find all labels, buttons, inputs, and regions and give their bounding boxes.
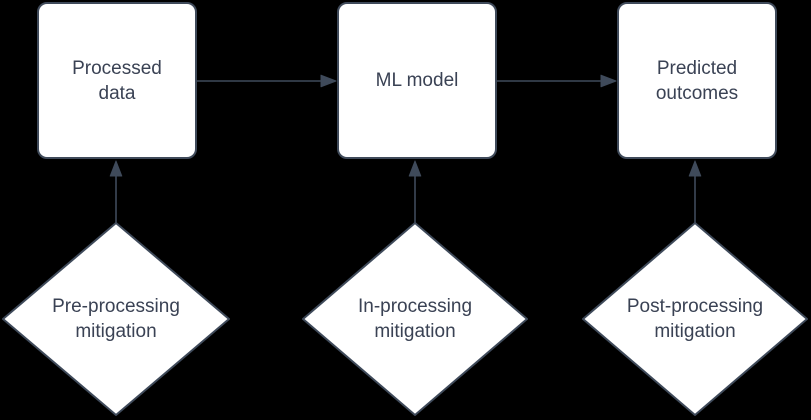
diamond-in-processing-mitigation [302, 222, 528, 416]
edge-in-processing-to-ml-model [408, 160, 422, 223]
edge-ml-model-to-predicted-outcomes [497, 74, 617, 88]
edge-pre-processing-to-processed-data [109, 160, 123, 223]
node-predicted-outcomes: Predicted outcomes [617, 2, 777, 159]
arrowhead-up-icon [408, 160, 422, 177]
node-processed-data-label: Processed data [72, 57, 162, 104]
arrowhead-right-icon [600, 74, 617, 88]
node-predicted-outcomes-label: Predicted outcomes [655, 57, 739, 104]
edge-processed-data-to-ml-model [197, 74, 337, 88]
arrowhead-up-icon [109, 160, 123, 177]
diamond-post-processing-mitigation [582, 222, 808, 416]
node-processed-data: Processed data [37, 2, 197, 159]
diamond-pre-processing-mitigation [2, 222, 230, 416]
node-pre-processing-mitigation-label: Pre-processing mitigation [52, 296, 180, 342]
node-ml-model-label: ML model [375, 70, 459, 91]
node-ml-model: ML model [337, 2, 497, 159]
arrowhead-up-icon [688, 160, 702, 177]
node-post-processing-mitigation-label: Post-processing mitigation [626, 296, 764, 342]
node-in-processing-mitigation-label: In-processing mitigation [357, 296, 473, 342]
edge-post-processing-to-predicted-outcomes [688, 160, 702, 223]
arrowhead-right-icon [320, 74, 337, 88]
